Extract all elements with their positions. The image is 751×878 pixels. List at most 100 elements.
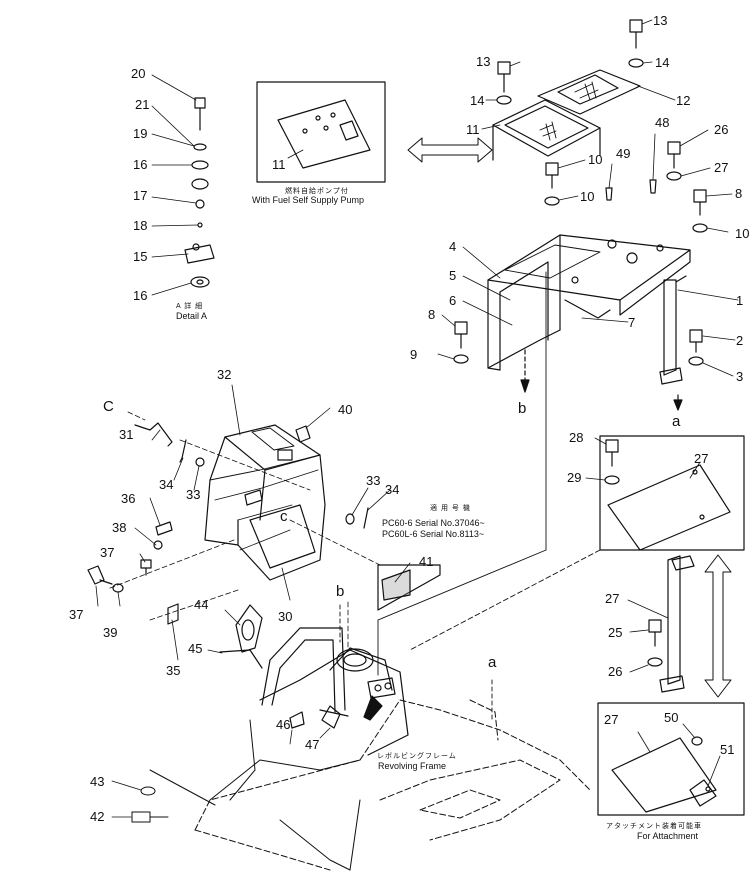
part-label: 36 <box>121 491 136 506</box>
part-label: 34 <box>385 482 400 497</box>
part-label: 33 <box>186 487 201 502</box>
part-label: 6 <box>449 293 457 308</box>
reference-lines <box>339 271 601 721</box>
part-label: 29 <box>567 470 582 485</box>
part-label: 40 <box>338 402 353 417</box>
ref-letter-a-lower: a <box>488 654 497 671</box>
revolving-frame <box>194 699 591 871</box>
part-label: 31 <box>119 427 134 442</box>
part-label: 5 <box>449 268 457 283</box>
vertical-double-arrow <box>704 554 732 698</box>
serial-line-2: PC60L-6 Serial No.8113~ <box>382 529 485 539</box>
tank-and-rail <box>259 627 409 756</box>
upper-cover-plates <box>492 69 641 161</box>
part-label: 45 <box>188 641 203 656</box>
part-label: 27 <box>694 451 709 466</box>
attachment-box <box>597 702 745 816</box>
detail-a-caption-jp: A 詳 細 <box>176 303 204 310</box>
ref-letter-b: b <box>518 400 527 417</box>
part-label: 37 <box>100 545 115 560</box>
ref-letter-c: C <box>103 398 114 415</box>
detail-a-leaders <box>151 74 199 296</box>
console-leaders <box>95 384 411 661</box>
part-label: 44 <box>194 597 209 612</box>
part-label: 27 <box>714 160 729 175</box>
support-bracket-1 <box>659 275 704 411</box>
part-label: 8 <box>735 186 743 201</box>
part-label: 16 <box>133 157 148 172</box>
part-label: 35 <box>166 663 181 678</box>
part-label: 26 <box>608 664 623 679</box>
part-label: 25 <box>608 625 623 640</box>
part-label: 19 <box>133 126 148 141</box>
part-label: 30 <box>278 609 293 624</box>
part-label: 10 <box>735 226 750 241</box>
part-label: 46 <box>276 717 291 732</box>
part-label: 42 <box>90 809 105 824</box>
fuel-pump-caption-jp: 燃料自給ポンプ付 <box>285 188 349 195</box>
console-parts <box>87 422 441 669</box>
part-label: 17 <box>133 188 148 203</box>
upper-bolts <box>496 19 708 233</box>
attachment-caption-jp: アタッチメント装着可能車 <box>606 823 702 830</box>
part-label: 13 <box>476 54 491 69</box>
fuel-pump-inset <box>256 81 386 183</box>
part-label: 32 <box>217 367 232 382</box>
part-label: 2 <box>736 333 744 348</box>
upper-leaders <box>437 19 739 377</box>
cover-panel-box <box>599 435 745 551</box>
revolving-caption: Revolving Frame <box>378 761 447 771</box>
fuel-pump-caption: With Fuel Self Supply Pump <box>252 195 365 205</box>
part-label: 51 <box>720 742 735 757</box>
double-arrow <box>407 137 493 163</box>
part-label: 20 <box>131 66 146 81</box>
part-label: 48 <box>655 115 670 130</box>
part-label: 13 <box>653 13 668 28</box>
part-label: 8 <box>428 307 436 322</box>
part-label: 12 <box>676 93 691 108</box>
part-label: 4 <box>449 239 457 254</box>
part-label: 38 <box>112 520 127 535</box>
panel-leaders <box>585 437 701 481</box>
detail-a-parts <box>184 97 215 288</box>
part-label: 1 <box>736 293 744 308</box>
part-label: 10 <box>580 189 595 204</box>
part-label: 37 <box>69 607 84 622</box>
part-label: 28 <box>569 430 584 445</box>
lower-leaders <box>111 780 142 818</box>
part-label: 11 <box>466 122 480 137</box>
front-left-bolts <box>453 321 469 364</box>
detail-a-caption: Detail A <box>176 311 208 321</box>
seat-stand-frame <box>487 234 691 393</box>
part-label: 10 <box>588 152 603 167</box>
part-label: 21 <box>135 97 150 112</box>
part-label: 27 <box>604 712 619 727</box>
ref-letter-c-small: c <box>280 508 288 525</box>
part-label: 34 <box>159 477 174 492</box>
part-label: 16 <box>133 288 148 303</box>
part-label: 18 <box>133 218 148 233</box>
revolving-frame-solid <box>131 719 361 871</box>
part-label: 50 <box>664 710 679 725</box>
part-label: 49 <box>616 146 631 161</box>
part-label: 7 <box>628 315 636 330</box>
ref-letter-a: a <box>672 413 681 430</box>
part-label: 43 <box>90 774 105 789</box>
serial-caption-jp: 適 用 号 機 <box>430 505 471 512</box>
part-label: 47 <box>305 737 320 752</box>
ref-letter-b-lower: b <box>336 583 345 600</box>
part-label: 14 <box>470 93 485 108</box>
console-dashed-lines <box>109 411 381 651</box>
part-label: 27 <box>605 591 620 606</box>
part-label: 26 <box>714 122 729 137</box>
part-label: 33 <box>366 473 381 488</box>
part-label: 3 <box>736 369 744 384</box>
part-label: 39 <box>103 625 118 640</box>
ref-letter-A: A <box>365 702 376 719</box>
support-bracket-24 <box>647 555 695 693</box>
part-label: 15 <box>133 249 148 264</box>
console-box <box>204 424 326 581</box>
serial-line-1: PC60-6 Serial No.37046~ <box>382 518 485 528</box>
